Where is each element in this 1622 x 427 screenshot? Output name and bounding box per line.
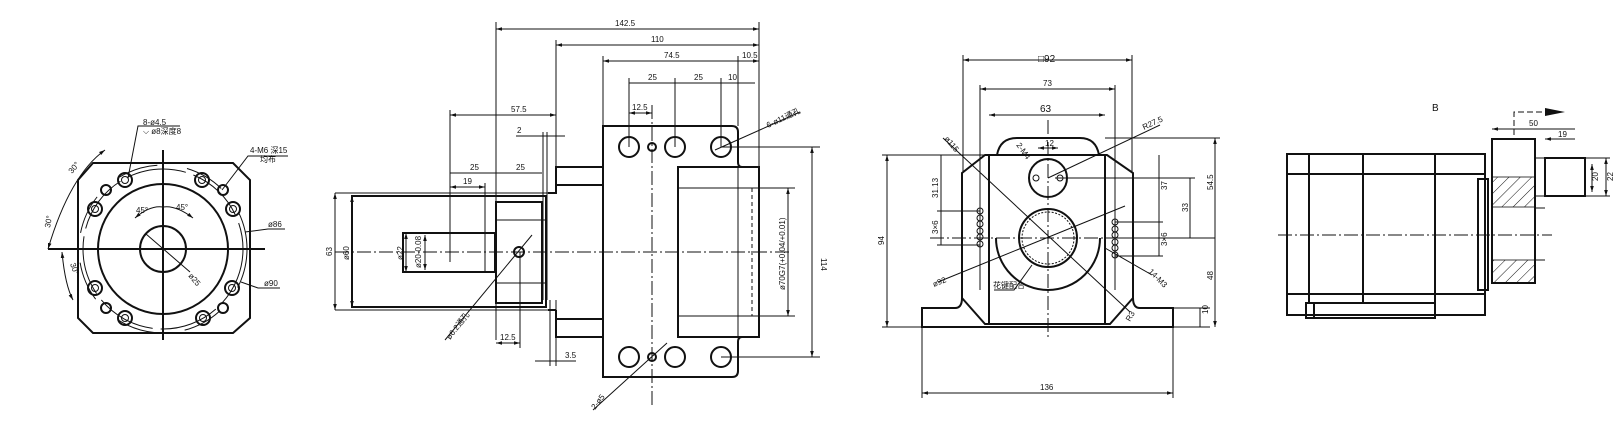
dim-92: □92 bbox=[1038, 54, 1056, 65]
dia-92: ø92 bbox=[931, 275, 948, 289]
dim-25-a: 25 bbox=[648, 73, 657, 82]
dim-94: 94 bbox=[877, 236, 886, 245]
dim-37: 37 bbox=[1160, 181, 1169, 190]
lower-arc bbox=[995, 237, 1101, 291]
dia90-leader bbox=[240, 281, 280, 289]
dim-31-13: 31.13 bbox=[931, 177, 940, 198]
thread-14-m3: 14-M3 bbox=[1147, 267, 1170, 290]
dim-136: 136 bbox=[1040, 383, 1054, 392]
angle-30-arc-bottom bbox=[60, 251, 74, 301]
dim-50: 50 bbox=[1529, 119, 1538, 128]
hole-6-11-label: 6-ø11通孔 bbox=[765, 105, 802, 129]
dim-33: 33 bbox=[1181, 203, 1190, 212]
dim-22: ø22 bbox=[396, 246, 405, 260]
dia-25-label: ø25 bbox=[186, 272, 202, 289]
section-label: B bbox=[1432, 103, 1439, 114]
dim-48: 48 bbox=[1206, 271, 1215, 280]
angle-45-right-label: 45° bbox=[176, 203, 188, 212]
motor-terminal-tab bbox=[1305, 302, 1436, 319]
dim-10: 10 bbox=[1201, 305, 1210, 314]
dim-110: 110 bbox=[651, 35, 664, 44]
dim-54-5: 54.5 bbox=[1206, 174, 1215, 190]
angle-45-left-label: 45° bbox=[136, 206, 148, 215]
dia-86-label: ø86 bbox=[268, 220, 282, 229]
tapped-label: 4-M6 深15 bbox=[250, 146, 288, 155]
dim-19: 19 bbox=[463, 177, 472, 186]
housing-outline bbox=[921, 154, 1174, 328]
motor-side-view: B 50 19 20 22 bbox=[1278, 103, 1615, 319]
dim-2: 2 bbox=[517, 126, 522, 135]
dim-3x6-left: 3×6 bbox=[931, 220, 940, 234]
counterbore-label: ⌵ ø8深度8 bbox=[143, 126, 182, 136]
dia-90-label: ø90 bbox=[264, 279, 278, 288]
dim-3x6-right: 3×6 bbox=[1160, 232, 1169, 246]
hole-6-2-label: ø6.2通孔 bbox=[444, 310, 472, 341]
end-view: □92 73 63 94 136 10 31.13 3×6 37 33 3×6 … bbox=[877, 54, 1220, 398]
holes-leader bbox=[127, 125, 180, 179]
dia25-leader bbox=[145, 233, 191, 273]
angle-45-arc bbox=[134, 206, 194, 219]
dim-19: 19 bbox=[1558, 130, 1567, 139]
spline-fit-label: 花键配合 bbox=[993, 280, 1025, 290]
dia-115: ø115 bbox=[942, 135, 961, 155]
side-section-view: 142.5 110 74.5 10.5 25 25 10 12.5 57.5 2… bbox=[325, 19, 828, 411]
radius-27-5: R27.5 bbox=[1141, 114, 1165, 131]
dim-74-5: 74.5 bbox=[664, 51, 680, 60]
holes-label: 8-ø4.5 bbox=[143, 118, 167, 127]
angle-30-arc-top bbox=[47, 149, 106, 250]
dia86-leader bbox=[244, 228, 285, 233]
dim-63: 63 bbox=[325, 247, 334, 256]
dim-20-tol: ø20-0.08 bbox=[414, 235, 423, 268]
dim-3-5: 3.5 bbox=[565, 351, 577, 360]
hatched-section-top bbox=[1491, 176, 1536, 208]
dim-12-5-bottom: 12.5 bbox=[500, 333, 516, 342]
hole-leader bbox=[714, 111, 801, 151]
dowel-leader bbox=[592, 342, 668, 411]
dim-20: 20 bbox=[1591, 172, 1600, 181]
dim-22: 22 bbox=[1606, 172, 1615, 181]
tapped-holes bbox=[100, 184, 229, 314]
output-shaft bbox=[1544, 157, 1586, 197]
front-flange-view: 8-ø4.5 ⌵ ø8深度8 4-M6 深15 均布 ø86 ø90 ø25 4… bbox=[43, 118, 288, 340]
angle-30-bottom-label: 30° bbox=[68, 262, 81, 276]
radius-3: R3 bbox=[1124, 309, 1137, 323]
bore-70-label: ø70G7(+0.04/+0.01) bbox=[778, 217, 787, 290]
dim-63: 63 bbox=[1040, 104, 1052, 115]
section-arrow-icon bbox=[1545, 108, 1565, 116]
dim-114: 114 bbox=[819, 258, 828, 271]
hatched-section-bottom bbox=[1491, 259, 1536, 284]
angle-30-top-label: 30° bbox=[67, 160, 82, 175]
dim-25-c: 25 bbox=[470, 163, 479, 172]
r27-leader bbox=[1047, 124, 1161, 179]
dia115-leader bbox=[942, 137, 1131, 313]
dia92-leader bbox=[937, 205, 1126, 283]
pin-2-5-label: 2-ø5 bbox=[589, 392, 607, 411]
dim-12: 12 bbox=[1045, 139, 1054, 148]
dim-10: 10 bbox=[728, 73, 737, 82]
tapped-hole-columns bbox=[976, 207, 1119, 259]
mount-holes bbox=[618, 136, 732, 368]
dim-142-5: 142.5 bbox=[615, 19, 636, 28]
angle-30-mid-label: 30° bbox=[43, 215, 54, 228]
dim-57-5: 57.5 bbox=[511, 105, 527, 114]
dim-73: 73 bbox=[1043, 79, 1052, 88]
dim-25-b: 25 bbox=[694, 73, 703, 82]
pin-leader bbox=[444, 234, 533, 341]
m3-leader bbox=[1104, 247, 1153, 276]
dim-10-5: 10.5 bbox=[742, 51, 758, 60]
tapped-leader bbox=[221, 155, 288, 191]
tapped-note: 均布 bbox=[260, 154, 276, 164]
thread-2-m4: 2-M4 bbox=[1014, 141, 1032, 162]
spline-leader bbox=[994, 264, 1033, 291]
dim-12-5-top: 12.5 bbox=[632, 103, 648, 112]
section-line bbox=[1513, 111, 1545, 135]
dim-60: ø60 bbox=[342, 246, 351, 260]
dim-25-d: 25 bbox=[516, 163, 525, 172]
